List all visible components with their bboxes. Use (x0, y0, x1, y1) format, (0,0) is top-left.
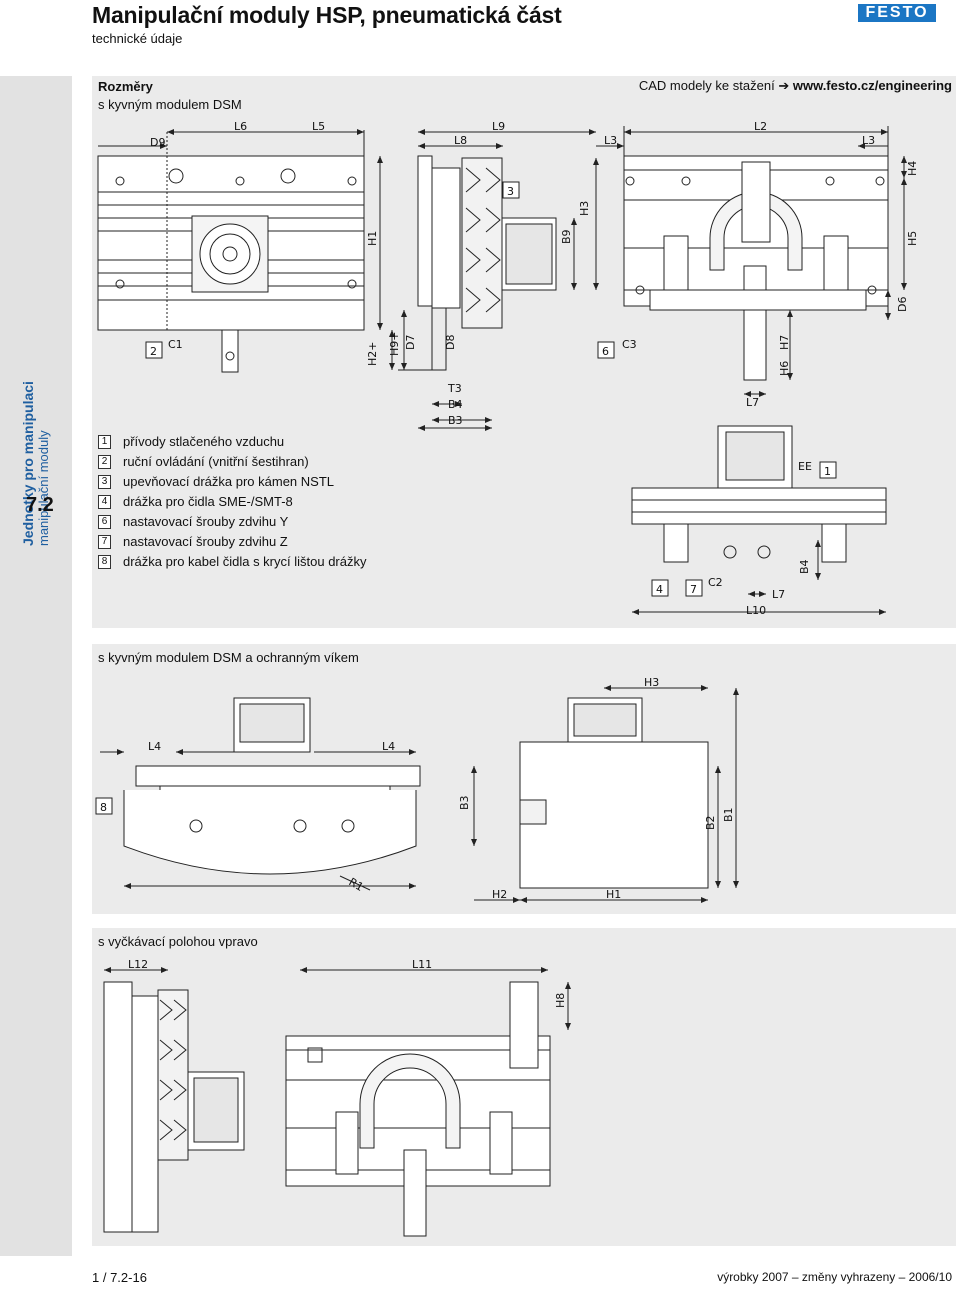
dim-label: H8 (554, 993, 567, 1008)
dimension-lines-top (98, 126, 889, 330)
sidebar-section-number: 7.2 (26, 494, 54, 516)
dim-label: B4 (448, 398, 463, 411)
dim-label: R1 (347, 875, 366, 894)
dim-label: L12 (128, 958, 148, 971)
footer-note: výrobky 2007 – změny vyhrazeny – 2006/10 (717, 1270, 952, 1284)
dim-label: H3 (578, 201, 591, 216)
front-view (623, 155, 907, 397)
dim-label: L7 (772, 588, 785, 601)
dim-label: L11 (412, 958, 432, 971)
panel3-title: s vyčkávací polohou vpravo (98, 934, 258, 949)
panel1-subtitle: s kyvným modulem DSM (98, 97, 242, 112)
dim-label: C3 (622, 338, 637, 351)
cad-download: CAD modely ke stažení ➔ www.festo.cz/eng… (639, 78, 952, 94)
dim-label: L3 (604, 134, 617, 147)
waiting-front-view (285, 967, 571, 1237)
dim-label: B9 (560, 229, 573, 244)
callout-3: 3 (507, 185, 514, 198)
dim-label: L9 (492, 120, 505, 133)
page-number: 1 / 7.2-16 (92, 1270, 147, 1285)
dim-label: B4 (798, 559, 811, 574)
dim-label: L2 (754, 120, 767, 133)
dim-label: T3 (447, 382, 462, 395)
dim-label: C1 (168, 338, 183, 351)
dim-label: B3 (448, 414, 463, 427)
dim-label: D6 (896, 297, 909, 312)
cad-link[interactable]: www.festo.cz/engineering (792, 78, 952, 93)
cad-text: CAD modely ke stažení (638, 78, 775, 93)
dimension-labels: D9 L6 L5 L8 L9 L3 L2 L3 H4 H5 D6 H3 B9 H… (100, 120, 919, 1008)
bottom-view (631, 425, 887, 615)
panel1-heading: Rozměry s kyvným modulem DSM (98, 78, 242, 114)
dim-label: L5 (312, 120, 325, 133)
dim-label: L6 (234, 120, 247, 133)
dim-label: H7 (778, 335, 791, 350)
dim-label: D9 (150, 136, 165, 149)
dim-label: H4 (906, 161, 919, 176)
panel1-title: Rozměry (98, 79, 153, 94)
dim-label: H6 (778, 361, 791, 376)
dim-label: L4 (148, 740, 161, 753)
page-subtitle: technické údaje (92, 31, 183, 46)
dim-label: D7 (404, 335, 417, 350)
dim-label: L3 (862, 134, 875, 147)
callout-6: 6 (602, 345, 609, 358)
festo-logo: FESTO (858, 4, 936, 22)
dim-label: H5 (906, 231, 919, 246)
plate-top-view (97, 155, 365, 373)
dim-label: D8 (444, 335, 457, 350)
page-title: Manipulační moduly HSP, pneumatická část (92, 2, 562, 28)
cover-side-view (471, 685, 739, 903)
section-sidebar: Jednotky pro manipulaci manipulační modu… (0, 76, 72, 1256)
callout-7: 7 (690, 583, 697, 596)
dim-label: H1 (366, 231, 379, 246)
cover-front-view (100, 697, 421, 891)
dim-label: H9+ (388, 332, 401, 357)
dim-label: H1 (606, 888, 621, 901)
callout-8: 8 (100, 801, 107, 814)
dim-label: L8 (454, 134, 467, 147)
dim-label: H2+ (366, 342, 379, 367)
dim-label: B2 (704, 815, 717, 830)
panel2-title: s kyvným modulem DSM a ochranným víkem (98, 650, 359, 665)
dim-label: H3 (644, 676, 659, 689)
callout-boxes (95, 181, 837, 815)
callout-2: 2 (150, 345, 157, 358)
dim-label: EE (798, 460, 812, 473)
dim-label: H2 (492, 888, 507, 901)
dim-label: B3 (458, 795, 471, 810)
dim-label: L10 (746, 604, 766, 617)
callout-1: 1 (824, 465, 831, 478)
waiting-side-view (103, 967, 245, 1233)
dim-label: B1 (722, 807, 735, 822)
callout-4: 4 (656, 583, 663, 596)
dim-label: C2 (708, 576, 723, 589)
dim-label: L4 (382, 740, 395, 753)
arrow-right-icon: ➔ (778, 78, 790, 93)
profile-side-view (389, 155, 599, 431)
dim-label: L7 (746, 396, 759, 409)
